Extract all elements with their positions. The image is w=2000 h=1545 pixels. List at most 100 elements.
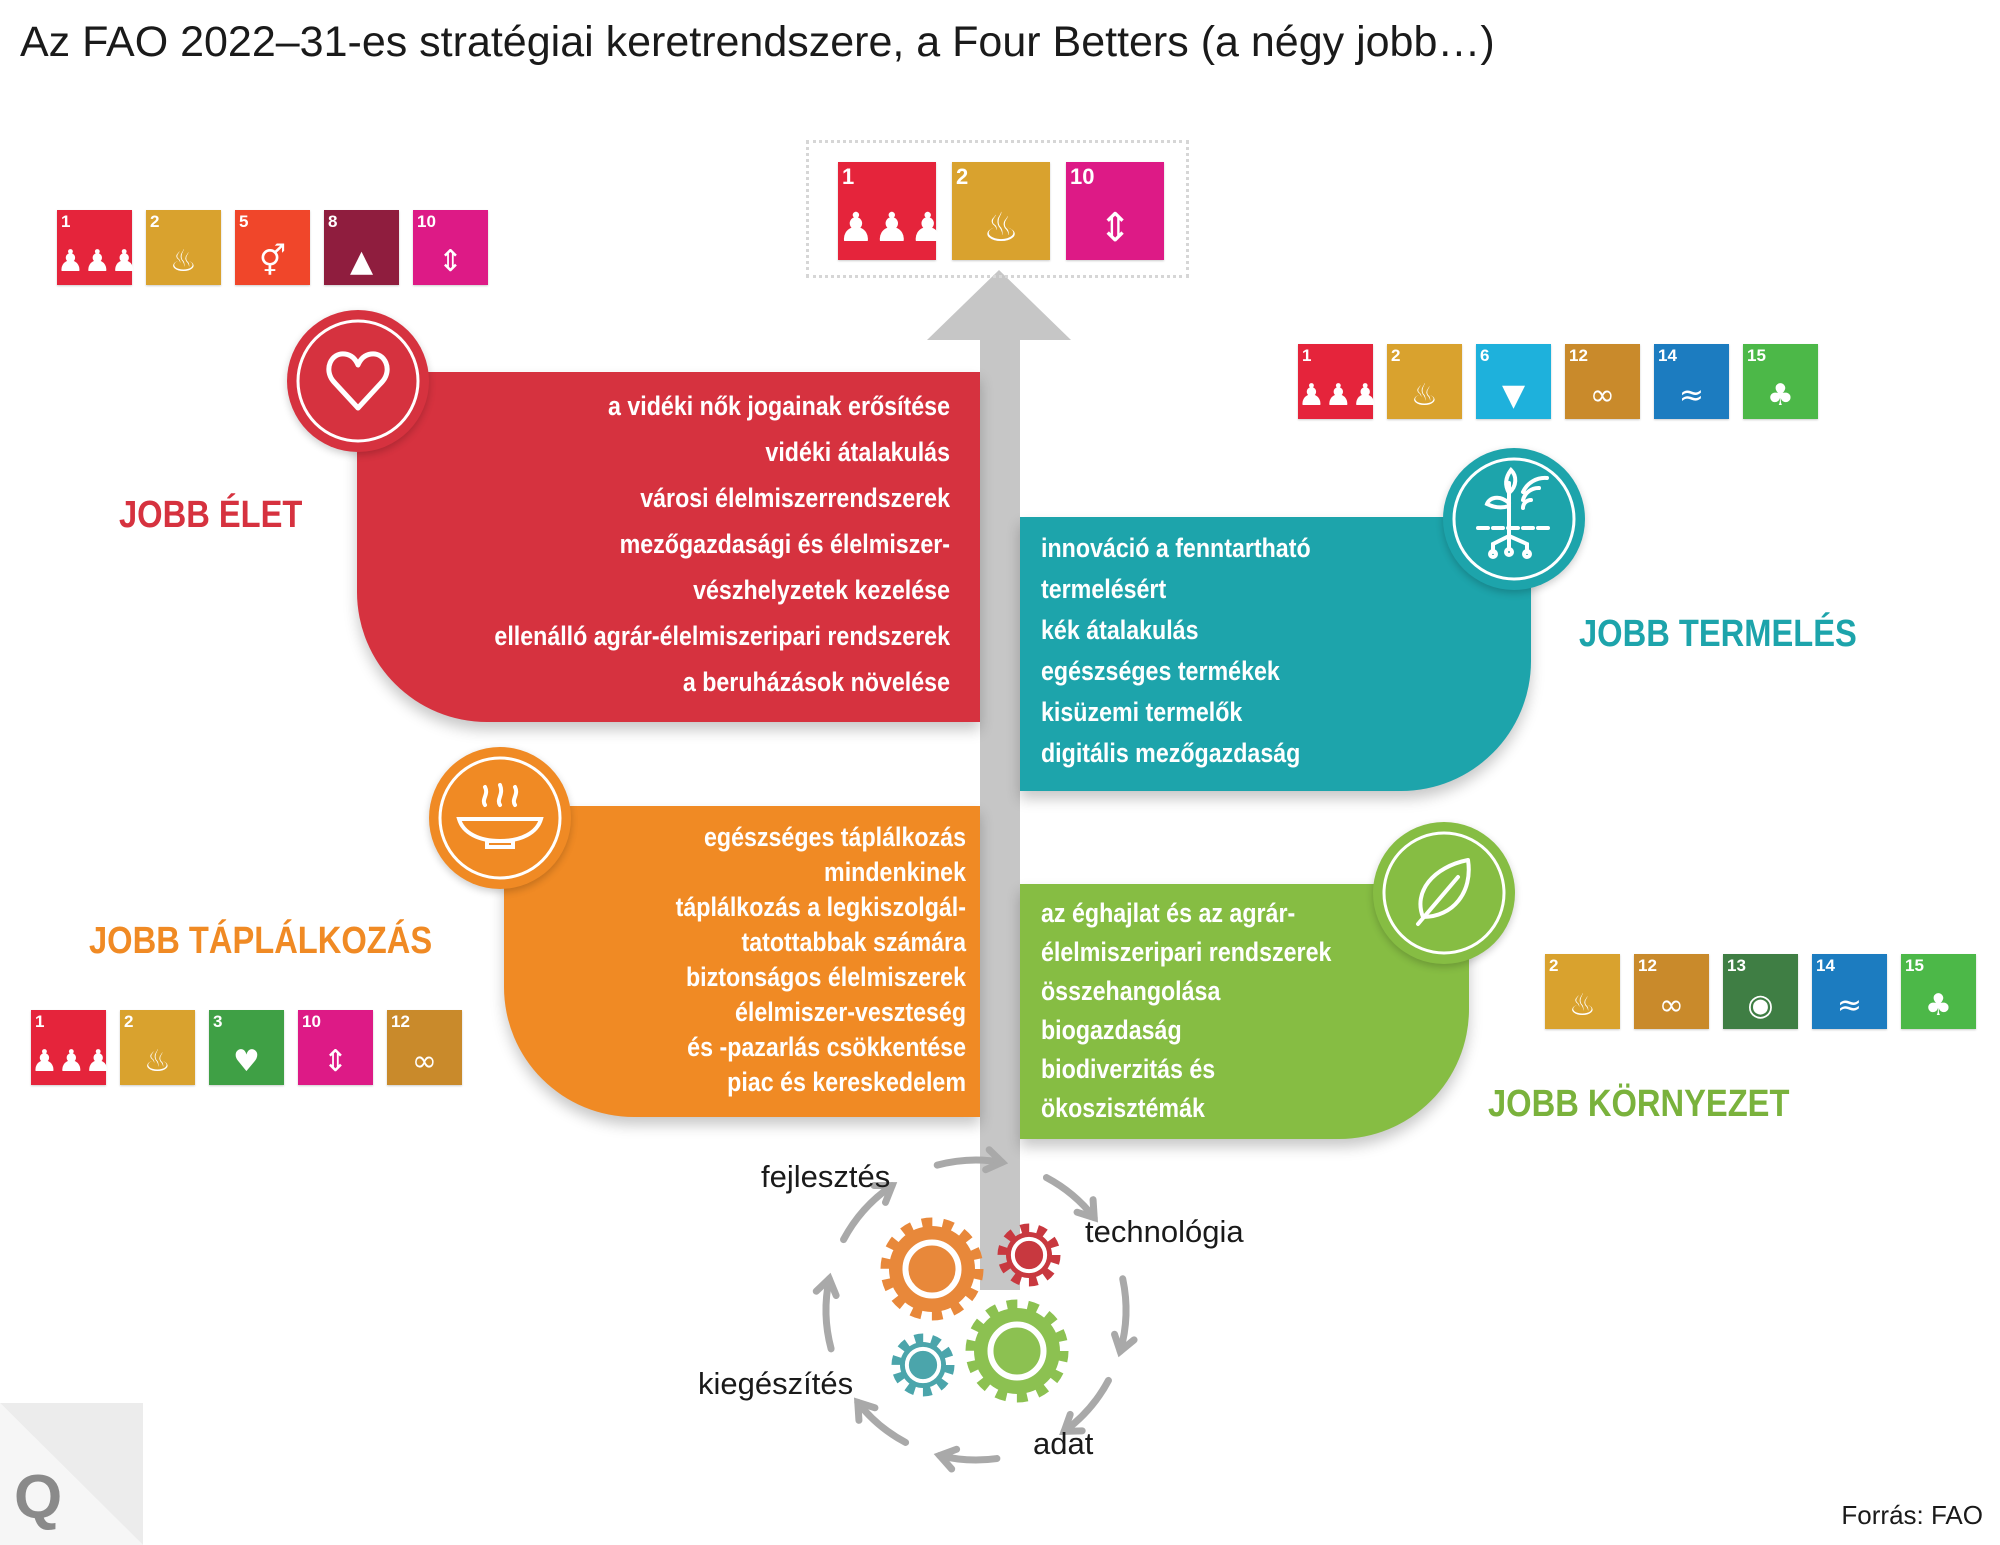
sdg-number: 5	[239, 212, 249, 231]
sdg-number: 10	[1070, 164, 1095, 189]
panel-item: kék átalakulás	[1041, 615, 1199, 645]
growth-chart-icon: ▲	[349, 244, 374, 279]
sdg-number: 12	[1569, 346, 1588, 365]
sdg-tile-10: 10⇕	[298, 1010, 373, 1085]
panel-item: összehangolása	[1041, 976, 1221, 1006]
cycle-arrow	[1116, 1275, 1130, 1355]
bowl-icon: ♨	[983, 205, 1019, 251]
panel-item: vészhelyzetek kezelése	[693, 575, 950, 605]
sdg-tile-12: 12∞	[1565, 344, 1640, 419]
sdg-number: 14	[1816, 956, 1835, 975]
panel-item: biodiverzitás és	[1041, 1054, 1216, 1084]
panel-item: mindenkinek	[824, 857, 966, 887]
panel-jobb-termeles: innováció a fenntartható termelésért kék á…	[1020, 517, 1531, 791]
leaf-icon	[1373, 822, 1515, 964]
arrowhead-icon	[1111, 1330, 1138, 1358]
cycle-arrow	[1042, 1174, 1098, 1222]
arrowhead-icon	[870, 1182, 898, 1206]
gear-icon	[880, 1217, 984, 1321]
heartbeat-icon: ♥	[233, 1044, 260, 1079]
tree-icon: ♣	[1767, 378, 1794, 413]
plant-digital-icon	[1443, 448, 1585, 590]
cycle-label-technologia: technológia	[1085, 1214, 1244, 1249]
sdg-row-taplalkozas: 1♟♟♟2♨3♥10⇕12∞	[31, 1010, 462, 1085]
sdg-tile-1: 1♟♟♟	[57, 210, 138, 285]
logo-letter: Q	[14, 1463, 63, 1532]
panel-item: biztonságos élelmiszerek	[685, 962, 966, 992]
panel-item: mezőgazdasági és élelmiszer-	[619, 529, 950, 559]
sdg-tile-2: 2♨	[120, 1010, 195, 1085]
panel-item: termelésért	[1041, 574, 1167, 604]
water-icon: ▼	[1501, 378, 1526, 413]
sdg-number: 14	[1658, 346, 1677, 365]
sdg-number: 12	[1638, 956, 1657, 975]
top-sdg-box	[806, 140, 1189, 278]
sdg-number: 2	[1391, 346, 1401, 365]
category-label-kornyezet: JOBB KÖRNYEZET	[1488, 1083, 1790, 1125]
panel-jobb-taplalkozas: egészséges táplálkozás mindenkinek táplálk…	[504, 806, 980, 1117]
infinity-icon: ∞	[412, 1044, 437, 1079]
equality-icon: ⇕	[437, 244, 464, 279]
panel-item: városi élelmiszerrendszerek	[640, 483, 950, 513]
panel-item: a beruházások növelése	[682, 667, 950, 697]
gears-icon	[880, 1217, 1069, 1403]
panel-item: táplálkozás a legkiszolgál-	[675, 892, 966, 922]
people-icon: ♟♟♟	[838, 205, 946, 251]
cycle-arrow	[854, 1398, 910, 1446]
category-label-taplalkozas: JOBB TÁPLÁLKOZÁS	[89, 920, 433, 962]
sdg-number: 8	[328, 212, 338, 231]
panel-item: élelmiszeripari rendszerek	[1041, 937, 1332, 967]
panel-item: innováció a fenntartható	[1041, 533, 1311, 563]
sdg-number: 3	[213, 1012, 223, 1031]
panel-item: egészséges táplálkozás	[703, 822, 966, 852]
sdg-row-kornyezet: 2♨12∞13◉14≈15♣	[1545, 954, 1976, 1029]
panel-item: élelmiszer-veszteség	[734, 997, 966, 1027]
sdg-number: 6	[1480, 346, 1490, 365]
sdg-tile-14: 14≈	[1812, 954, 1887, 1029]
sdg-tile-12: 12∞	[387, 1010, 462, 1085]
arrowhead-icon	[933, 1445, 961, 1473]
sdg-tile-1: 1♟♟♟	[838, 162, 946, 260]
tree-icon: ♣	[1925, 988, 1952, 1023]
sdg-row-termeles: 1♟♟♟2♨6▼12∞14≈15♣	[1298, 344, 1818, 419]
sdg-number: 2	[124, 1012, 134, 1031]
source-note: Forrás: FAO	[1841, 1500, 1983, 1530]
sdg-tile-13: 13◉	[1723, 954, 1798, 1029]
panel-item: egészséges termékek	[1041, 656, 1280, 686]
panel-item: piac és kereskedelem	[727, 1067, 966, 1097]
fish-icon: ≈	[1836, 988, 1863, 1023]
cycle-label-adat: adat	[1033, 1426, 1094, 1461]
arrowhead-icon	[1059, 1410, 1086, 1435]
sdg-tile-3: 3♥	[209, 1010, 284, 1085]
sdg-number: 1	[61, 212, 71, 231]
panel-item: kisüzemi termelők	[1041, 697, 1243, 727]
bowl-icon: ♨	[1569, 988, 1596, 1023]
panel-item: biogazdaság	[1041, 1015, 1182, 1045]
equality-icon: ⇕	[1098, 205, 1132, 251]
sdg-tile-8: 8▲	[324, 210, 399, 285]
infinity-icon: ∞	[1590, 378, 1615, 413]
sdg-number: 1	[1302, 346, 1312, 365]
panel-item: és -pazarlás csökkentése	[687, 1032, 966, 1062]
sdg-number: 1	[35, 1012, 45, 1031]
people-icon: ♟♟♟	[1298, 378, 1379, 413]
sdg-number: 15	[1905, 956, 1924, 975]
sdg-number: 2	[150, 212, 160, 231]
sdg-tile-2: 2♨	[1387, 344, 1462, 419]
sdg-number: 12	[391, 1012, 410, 1031]
panel-item: tatottabbak számára	[741, 927, 966, 957]
gear-icon	[997, 1223, 1061, 1287]
category-label-termeles: JOBB TERMELÉS	[1579, 613, 1857, 655]
arrowhead-icon	[982, 1146, 1009, 1174]
gender-icon: ⚥	[258, 244, 287, 279]
sdg-tile-15: 15♣	[1901, 954, 1976, 1029]
sdg-number: 10	[417, 212, 436, 231]
sdg-tile-1: 1 ♟♟♟	[1298, 344, 1379, 419]
sdg-row-top: 1♟♟♟2♨10⇕	[838, 162, 1164, 260]
cycle-label-fejlesztes: fejlesztés	[761, 1159, 891, 1194]
cycle-arrow	[936, 1452, 1001, 1464]
heart-icon	[287, 310, 429, 452]
panel-item: az éghajlat és az agrár-	[1041, 898, 1296, 928]
